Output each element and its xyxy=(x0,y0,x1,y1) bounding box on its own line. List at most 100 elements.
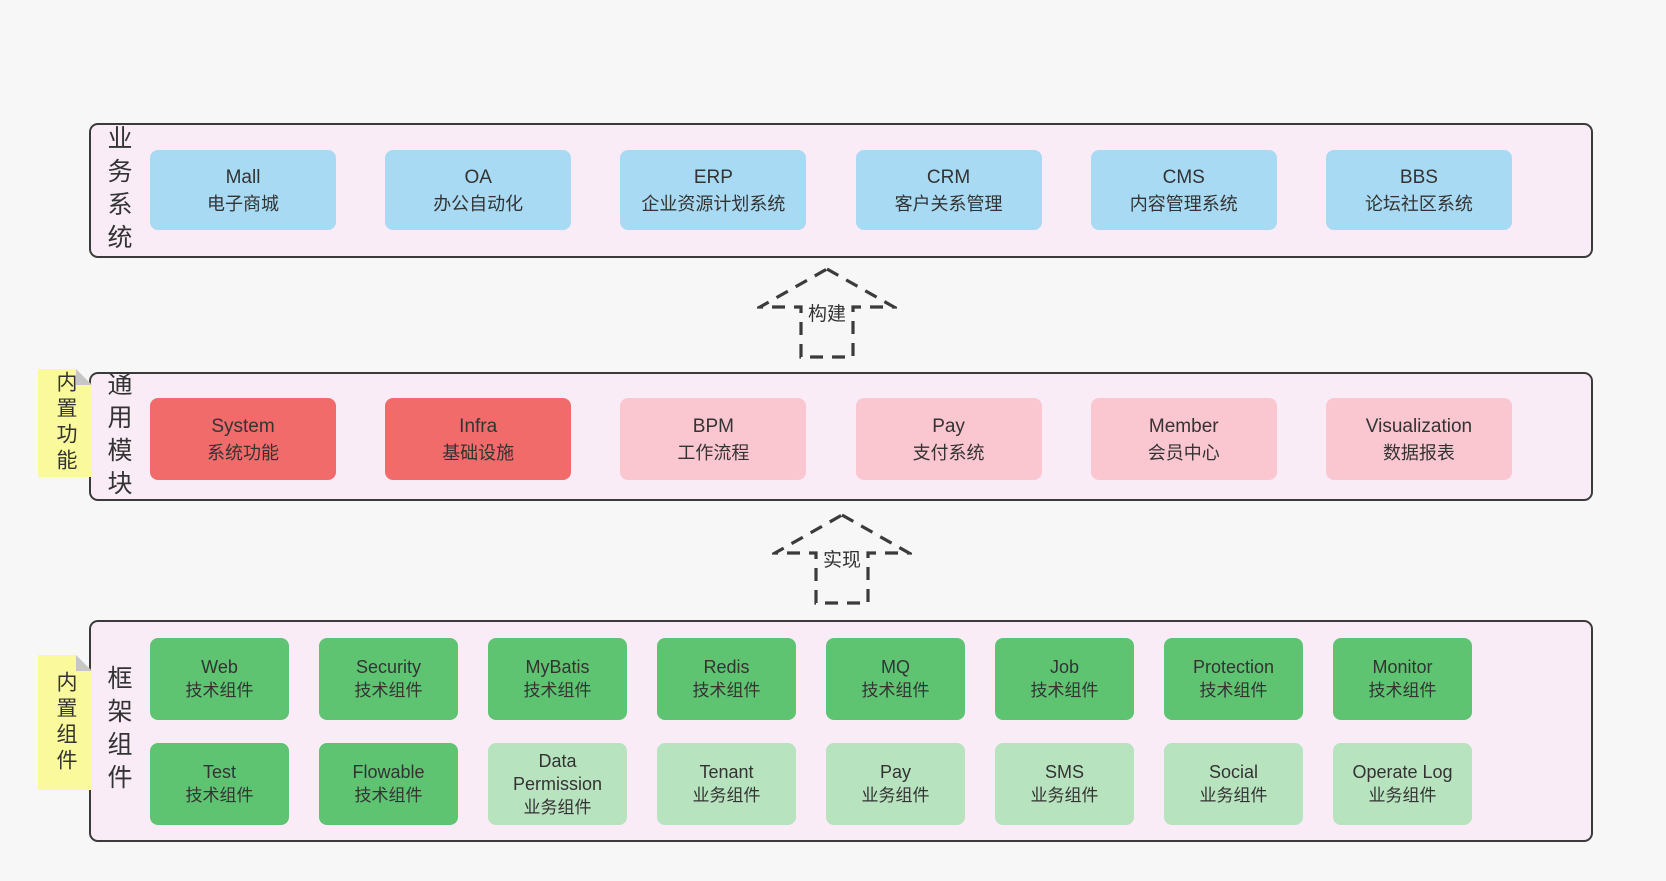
box-member: Member 会员中心 xyxy=(1090,398,1277,480)
box-mq: MQ 技术组件 xyxy=(826,638,965,720)
box-title: Test xyxy=(202,762,236,782)
box-test: Test 技术组件 xyxy=(150,743,289,825)
box-bpm: BPM 工作流程 xyxy=(620,398,807,480)
box-subtitle: 办公自动化 xyxy=(433,193,524,214)
box-subtitle: 工作流程 xyxy=(677,442,750,463)
band-label-business-systems: 业务系统 xyxy=(104,124,132,257)
box-subtitle: 系统功能 xyxy=(207,442,279,463)
box-subtitle: 技术组件 xyxy=(185,786,254,805)
box-subtitle: 技术组件 xyxy=(354,786,423,805)
box-infra: Infra 基础设施 xyxy=(385,398,572,480)
arrow-implement: 实现 xyxy=(772,512,912,606)
box-sms: SMS 业务组件 xyxy=(995,743,1134,825)
box-data-permission: Data Permission 业务组件 xyxy=(488,743,627,825)
box-title: OA xyxy=(464,166,492,188)
box-title: CMS xyxy=(1162,166,1205,188)
framework-components-boxes: Web 技术组件 Security 技术组件 MyBatis 技术组件 Redi… xyxy=(150,638,1472,825)
box-flowable: Flowable 技术组件 xyxy=(319,743,458,825)
box-bbs: BBS 论坛社区系统 xyxy=(1325,150,1512,230)
arrow-build: 构建 xyxy=(757,266,897,360)
box-subtitle: 技术组件 xyxy=(861,681,930,700)
box-title: Web xyxy=(201,657,238,677)
common-modules-boxes: System 系统功能 Infra 基础设施 BPM 工作流程 Pay 支付系统… xyxy=(150,398,1512,480)
box-title: Data Permission xyxy=(512,750,603,794)
box-subtitle: 业务组件 xyxy=(1030,786,1099,805)
box-subtitle: 内容管理系统 xyxy=(1129,193,1238,214)
box-title: Job xyxy=(1049,657,1080,677)
note-text: 内置功能 xyxy=(54,371,77,475)
box-subtitle: 企业资源计划系统 xyxy=(641,193,786,214)
box-subtitle: 技术组件 xyxy=(1199,681,1268,700)
box-security: Security 技术组件 xyxy=(319,638,458,720)
box-subtitle: 业务组件 xyxy=(692,786,761,805)
box-subtitle: 技术组件 xyxy=(523,681,592,700)
box-job: Job 技术组件 xyxy=(995,638,1134,720)
box-mall: Mall 电子商城 xyxy=(150,150,336,230)
box-title: Flowable xyxy=(352,762,425,782)
box-title: BPM xyxy=(692,415,734,437)
box-subtitle: 业务组件 xyxy=(1199,786,1268,805)
box-subtitle: 客户关系管理 xyxy=(894,193,1003,214)
box-web: Web 技术组件 xyxy=(150,638,289,720)
box-title: CRM xyxy=(926,166,971,188)
box-title: System xyxy=(211,415,275,437)
box-pay-biz: Pay 业务组件 xyxy=(826,743,965,825)
box-title: SMS xyxy=(1044,762,1084,782)
box-subtitle: 基础设施 xyxy=(442,442,515,463)
box-title: Pay xyxy=(932,415,965,437)
box-visualization: Visualization 数据报表 xyxy=(1325,398,1512,480)
box-title: BBS xyxy=(1399,166,1438,188)
box-subtitle: 会员中心 xyxy=(1147,442,1220,463)
box-title: Operate Log xyxy=(1352,762,1453,782)
box-protection: Protection 技术组件 xyxy=(1164,638,1303,720)
box-title: Tenant xyxy=(699,762,754,782)
box-title: Protection xyxy=(1192,657,1275,677)
box-title: Infra xyxy=(459,415,498,437)
band-common-modules: 通用模块 System 系统功能 Infra 基础设施 BPM 工作流程 Pay… xyxy=(89,370,1593,503)
band-framework-components: 框架组件 Web 技术组件 Security 技术组件 MyBatis 技术组件… xyxy=(89,620,1593,842)
box-subtitle: 电子商城 xyxy=(207,193,279,214)
box-subtitle: 论坛社区系统 xyxy=(1364,193,1473,214)
box-mybatis: MyBatis 技术组件 xyxy=(488,638,627,720)
box-social: Social 业务组件 xyxy=(1164,743,1303,825)
note-text: 内置组件 xyxy=(54,670,77,775)
box-redis: Redis 技术组件 xyxy=(657,638,796,720)
note-built-in-components: 内置组件 xyxy=(38,655,92,790)
box-title: Mall xyxy=(225,166,261,188)
band-label-framework-components: 框架组件 xyxy=(104,665,132,797)
box-operate-log: Operate Log 业务组件 xyxy=(1333,743,1472,825)
box-subtitle: 支付系统 xyxy=(912,442,985,463)
box-monitor: Monitor 技术组件 xyxy=(1333,638,1472,720)
box-title: Security xyxy=(355,657,422,677)
box-title: MyBatis xyxy=(525,657,590,677)
box-system: System 系统功能 xyxy=(150,398,336,480)
arrow-build-label: 构建 xyxy=(803,302,851,327)
box-title: Monitor xyxy=(1372,657,1433,677)
box-title: MQ xyxy=(881,657,910,677)
box-subtitle: 技术组件 xyxy=(1368,681,1437,700)
box-pay: Pay 支付系统 xyxy=(855,398,1042,480)
box-title: Pay xyxy=(879,762,912,782)
box-tenant: Tenant 业务组件 xyxy=(657,743,796,825)
box-erp: ERP 企业资源计划系统 xyxy=(620,150,807,230)
box-cms: CMS 内容管理系统 xyxy=(1090,150,1277,230)
box-subtitle: 技术组件 xyxy=(185,681,254,700)
note-built-in-features: 内置功能 xyxy=(38,369,92,477)
box-title: Member xyxy=(1148,415,1219,437)
box-subtitle: 技术组件 xyxy=(1030,681,1099,700)
box-subtitle: 业务组件 xyxy=(523,797,592,817)
box-subtitle: 数据报表 xyxy=(1382,442,1455,463)
box-subtitle: 业务组件 xyxy=(861,786,930,805)
box-title: ERP xyxy=(693,166,733,188)
box-subtitle: 技术组件 xyxy=(354,681,423,700)
arrow-implement-label: 实现 xyxy=(818,548,866,573)
box-title: Redis xyxy=(703,657,750,677)
box-subtitle: 业务组件 xyxy=(1368,786,1437,805)
box-title: Visualization xyxy=(1365,415,1473,437)
band-label-common-modules: 通用模块 xyxy=(104,370,132,503)
business-systems-boxes: Mall 电子商城 OA 办公自动化 ERP 企业资源计划系统 CRM 客户关系… xyxy=(150,150,1512,230)
box-title: Social xyxy=(1208,762,1259,782)
band-business-systems: 业务系统 Mall 电子商城 OA 办公自动化 ERP 企业资源计划系统 CRM… xyxy=(89,123,1593,258)
box-subtitle: 技术组件 xyxy=(692,681,761,700)
